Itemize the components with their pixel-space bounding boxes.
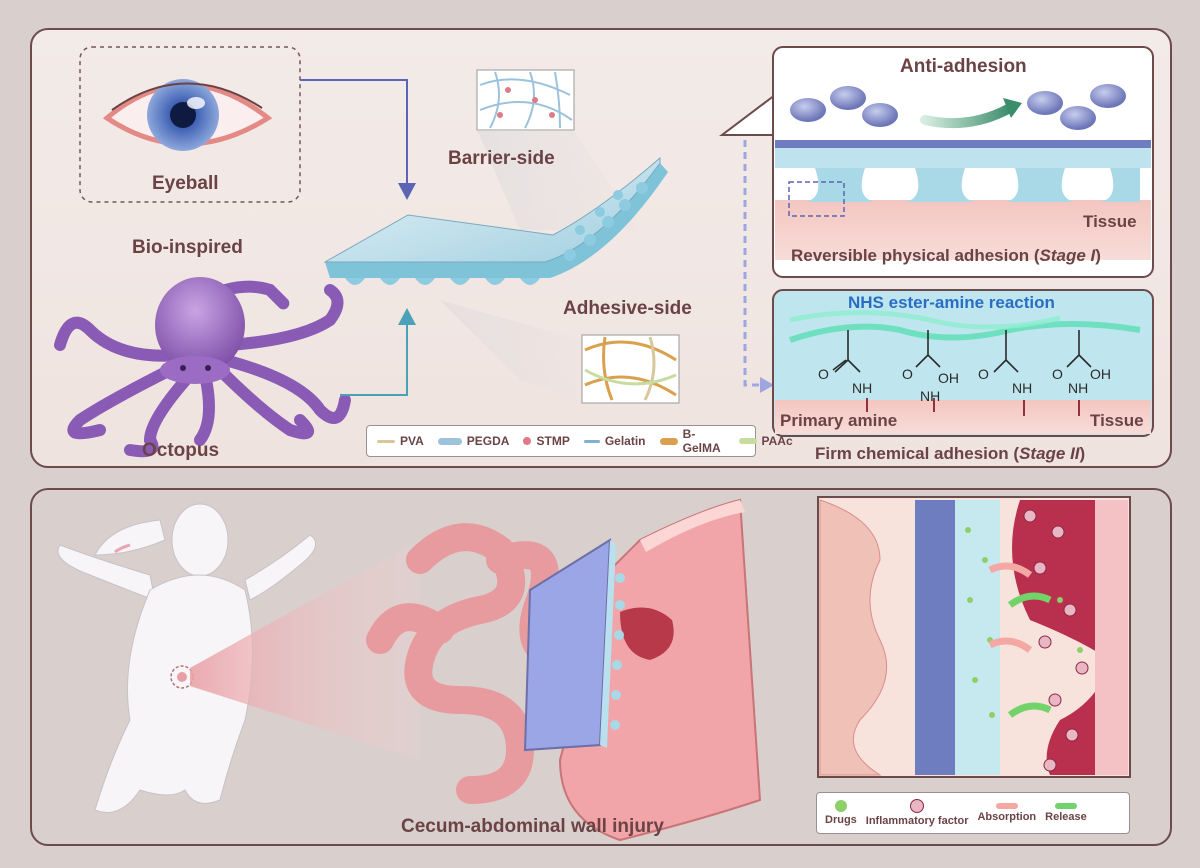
- octopus-illustration: [54, 277, 351, 458]
- legend-top: PVA PEGDA STMP Gelatin B-GelMA PAAc: [366, 425, 793, 457]
- barrier-network: [476, 69, 575, 131]
- eyeball-box: [79, 46, 301, 203]
- legend-item-pva: PVA: [377, 434, 424, 448]
- anti-adhesion-label: Anti-adhesion: [900, 56, 1027, 77]
- adhesive-wedge: [440, 300, 580, 400]
- octopus-arrow-head: [398, 308, 416, 325]
- cells: [790, 84, 1126, 130]
- legend-item-paac: PAAc: [738, 434, 793, 448]
- octopus-label: Octopus: [142, 440, 220, 461]
- adhesive-network: [581, 334, 680, 404]
- eyeball-label: Eyeball: [152, 173, 219, 194]
- injury-label: Cecum-abdominal wall injury: [401, 816, 664, 837]
- stage2-suffix: ): [1079, 444, 1086, 463]
- pegda-bar-icon: [437, 437, 462, 445]
- chem-nh-3: NH: [1012, 380, 1033, 396]
- zoom-cone: [190, 540, 420, 760]
- stage1-prefix: Reversible physical adhesion (: [791, 246, 1040, 265]
- stmp-dot-icon: [523, 437, 532, 445]
- eye-arrow-head: [398, 183, 416, 200]
- eye-illustration: [102, 79, 273, 151]
- legend-item-release: Release: [1045, 803, 1087, 823]
- legend-item-pegda: PEGDA: [437, 434, 509, 448]
- chem-oh-2: OH: [1090, 366, 1111, 382]
- primary-amine-label: Primary amine: [780, 411, 898, 430]
- release-arrow-icon: [1054, 803, 1077, 809]
- legend-item-stmp: STMP: [523, 434, 570, 448]
- bgelma-bar-icon: [659, 437, 678, 445]
- dashed-link: [743, 140, 762, 387]
- adhesive-side-label: Adhesive-side: [563, 298, 692, 319]
- legend-item-inflammatory: Inflammatory factor: [866, 799, 968, 827]
- chem-nh-1: NH: [852, 380, 873, 396]
- bio-inspired-label: Bio-inspired: [132, 237, 243, 258]
- legend-item-drugs: Drugs: [825, 800, 857, 826]
- octopus-arrow: [340, 320, 408, 396]
- stage2-italic: Stage II: [1019, 444, 1080, 463]
- bilayer-patch: [323, 156, 668, 285]
- inflammatory-factor-icon: [910, 799, 925, 813]
- eye-arrow: [300, 79, 408, 190]
- legend-bottom: Drugs Inflammatory factor Absorption Rel…: [816, 792, 1130, 834]
- chem-o-4: O: [1052, 366, 1063, 382]
- patch-bottom: [523, 538, 625, 752]
- dashed-link-head: [760, 377, 774, 393]
- legend-item-bgelma: B-GelMA: [659, 427, 725, 455]
- stage2-box: [772, 289, 1154, 437]
- absorption-arrow-icon: [995, 803, 1018, 809]
- rabbit-illustration: [57, 503, 317, 813]
- stage1-italic: Stage I: [1039, 246, 1096, 265]
- stage1-box: [772, 46, 1154, 278]
- tissue-label-2: Tissue: [1090, 411, 1144, 430]
- gelatin-wave-icon: [583, 439, 600, 443]
- chem-oh-1: OH: [938, 370, 959, 386]
- chem-nh-4: NH: [1068, 380, 1089, 396]
- legend-item-gelatin: Gelatin: [583, 434, 646, 448]
- chem-nh-2: NH: [920, 388, 941, 404]
- paac-bar-icon: [738, 438, 757, 444]
- stage1-suffix: ): [1095, 246, 1101, 265]
- chem-o-1: O: [818, 366, 829, 382]
- drug-dot-icon: [834, 800, 847, 812]
- pva-line-icon: [377, 439, 395, 443]
- legend-item-absorption: Absorption: [977, 803, 1036, 823]
- barrier-wedge: [477, 130, 640, 230]
- barrier-side-label: Barrier-side: [448, 148, 555, 169]
- stage2-prefix: Firm chemical adhesion (: [815, 444, 1020, 463]
- stage1-label: Reversible physical adhesion (Stage I): [791, 246, 1101, 266]
- chem-o-3: O: [978, 366, 989, 382]
- nhs-label: NHS ester-amine reaction: [848, 293, 1055, 312]
- chem-o-2: O: [902, 366, 913, 382]
- stage2-label: Firm chemical adhesion (Stage II): [815, 444, 1085, 464]
- callout-pointer: [719, 92, 776, 136]
- tissue-label-1: Tissue: [1083, 212, 1137, 231]
- cross-section: [817, 496, 1131, 778]
